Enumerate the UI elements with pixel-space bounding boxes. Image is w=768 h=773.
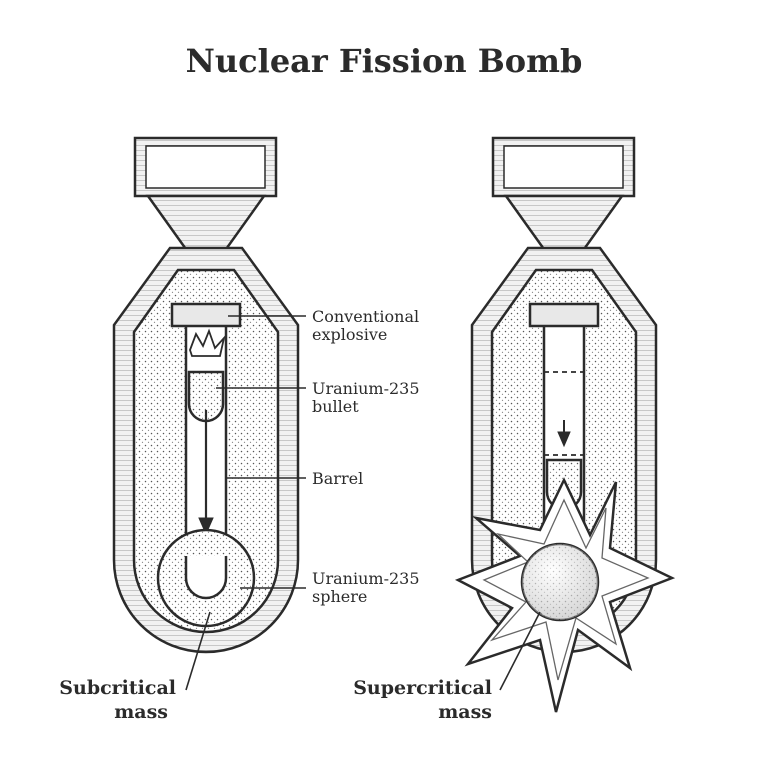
right-conventional-explosive [528, 302, 600, 328]
right-tail-neck [503, 194, 625, 254]
left-ignition-star [189, 328, 226, 357]
label-u235-bullet-line2: bullet [312, 397, 359, 416]
left-u235-bullet [187, 370, 225, 423]
label-conventional-explosive-line2: explosive [312, 325, 387, 344]
label-u235-sphere-line2: sphere [312, 587, 367, 606]
left-motion-arrow-head [198, 517, 214, 536]
leader-supercritical-mass [499, 611, 541, 691]
left-tail-neck [145, 194, 267, 254]
label-subcritical-mass-line2: mass [114, 701, 168, 723]
label-subcritical-mass-line1: Subcritical [59, 677, 176, 699]
page-title: Nuclear Fission Bomb [186, 42, 583, 80]
leader-subcritical-mass [185, 611, 211, 691]
label-u235-bullet-line1: Uranium-235 [312, 379, 420, 398]
label-u235-sphere-line1: Uranium-235 [312, 569, 420, 588]
label-barrel: Barrel [312, 469, 363, 488]
label-supercritical-mass-line1: Supercritical [353, 677, 492, 699]
label-conventional-explosive-line1: Conventional [312, 307, 419, 326]
leader-lines [185, 315, 541, 691]
left-conventional-explosive [170, 302, 242, 328]
left-bomb [112, 136, 300, 654]
right-bomb [454, 136, 676, 713]
label-supercritical-mass-line2: mass [438, 701, 492, 723]
